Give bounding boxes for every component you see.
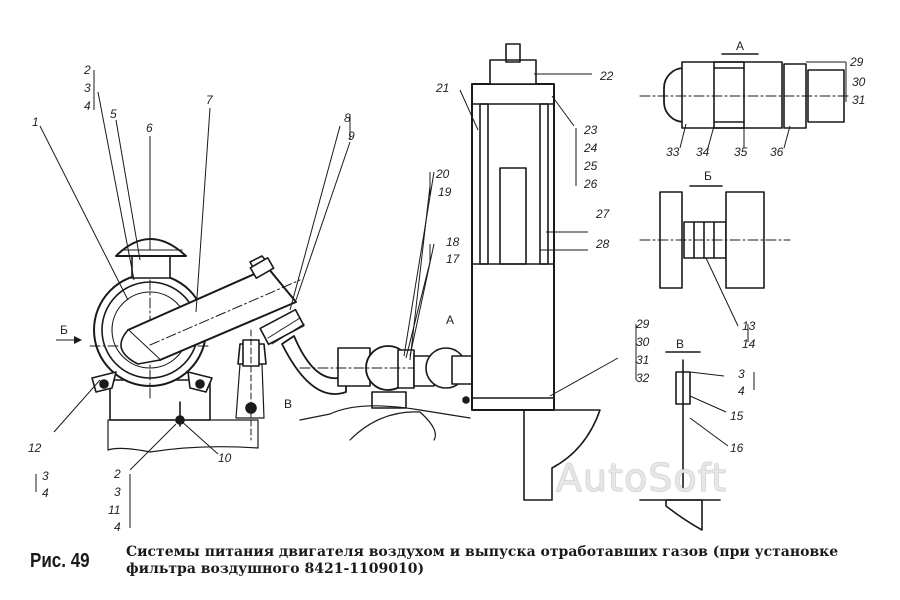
turbocharger <box>299 345 481 409</box>
detail-view-b <box>639 185 791 289</box>
watermark: AutoSoft <box>556 456 728 500</box>
callout-12: 12 <box>28 441 42 455</box>
view-label-a-detail: А <box>736 39 744 53</box>
callout-20: 20 <box>435 167 450 181</box>
rain-cap <box>115 238 187 279</box>
callout-3c: 3 <box>114 485 121 499</box>
callout-29b: 29 <box>849 55 864 69</box>
drawing-svg: 2 3 4 5 1 6 7 8 9 12 3 4 10 2 3 11 4 20 … <box>28 39 866 534</box>
callout-1: 1 <box>32 115 39 129</box>
callout-27: 27 <box>595 207 611 221</box>
callout-25: 25 <box>583 159 598 173</box>
callout-15: 15 <box>730 409 744 423</box>
callout-numbers: 2 3 4 5 1 6 7 8 9 12 3 4 10 2 3 11 4 20 … <box>28 55 866 534</box>
callout-35: 35 <box>734 145 748 159</box>
detail-view-v <box>639 351 721 531</box>
intake-pipe <box>120 255 301 365</box>
callout-6: 6 <box>146 121 153 135</box>
callout-33: 33 <box>666 145 680 159</box>
callout-4c: 4 <box>114 520 121 534</box>
frame-base-mid <box>299 405 471 441</box>
intake-hose <box>281 335 347 395</box>
callout-21: 21 <box>435 81 449 95</box>
callout-11: 11 <box>108 503 120 517</box>
view-label-b-detail: Б <box>704 169 712 183</box>
callout-7: 7 <box>206 93 214 107</box>
callout-24: 24 <box>583 141 598 155</box>
callout-3d: 3 <box>738 367 745 381</box>
detail-view-a <box>639 53 851 129</box>
view-label-b-main: Б <box>60 323 68 337</box>
callout-26: 26 <box>583 177 598 191</box>
callout-3: 3 <box>84 81 91 95</box>
figure-title: Системы питания двигателя воздухом и вып… <box>126 544 839 577</box>
view-letters: А Б В А Б В <box>60 39 744 411</box>
callout-4b: 4 <box>42 486 49 500</box>
callout-10: 10 <box>218 451 232 465</box>
callout-18: 18 <box>446 235 460 249</box>
frame-base-right <box>477 409 601 501</box>
callout-4d: 4 <box>738 384 745 398</box>
figure-number: Рис. 49 <box>30 550 90 572</box>
callout-36: 36 <box>770 145 784 159</box>
callout-3b: 3 <box>42 469 49 483</box>
callout-30b: 30 <box>852 75 866 89</box>
exhaust-joint-a <box>413 347 477 404</box>
airflow-arrow <box>56 336 82 344</box>
callout-9: 9 <box>348 129 355 143</box>
callout-28: 28 <box>595 237 610 251</box>
restriction-indicator <box>235 329 267 441</box>
callout-14: 14 <box>742 337 756 351</box>
leader-lines <box>35 61 847 528</box>
callout-23: 23 <box>583 123 598 137</box>
callout-30a: 30 <box>636 335 650 349</box>
frame-base-left <box>107 419 259 453</box>
technical-drawing: 2 3 4 5 1 6 7 8 9 12 3 4 10 2 3 11 4 20 … <box>28 39 866 534</box>
callout-17: 17 <box>446 252 461 266</box>
callout-29a: 29 <box>635 317 650 331</box>
callout-4: 4 <box>84 99 91 113</box>
view-label-v-detail: В <box>676 337 684 351</box>
view-label-a-main: А <box>446 313 454 327</box>
callout-31a: 31 <box>636 353 649 367</box>
callout-32: 32 <box>636 371 650 385</box>
silencer <box>471 43 555 411</box>
callout-34: 34 <box>696 145 710 159</box>
callout-16: 16 <box>730 441 744 455</box>
view-label-v-main: В <box>284 397 292 411</box>
callout-31b: 31 <box>852 93 865 107</box>
callout-2c: 2 <box>113 467 121 481</box>
callout-13: 13 <box>742 319 756 333</box>
clamp-bands <box>259 308 305 346</box>
callout-5: 5 <box>110 107 117 121</box>
callout-2: 2 <box>83 63 91 77</box>
callout-19: 19 <box>438 185 452 199</box>
filter-brackets <box>91 371 213 427</box>
callout-8: 8 <box>344 111 351 125</box>
callout-22: 22 <box>599 69 614 83</box>
